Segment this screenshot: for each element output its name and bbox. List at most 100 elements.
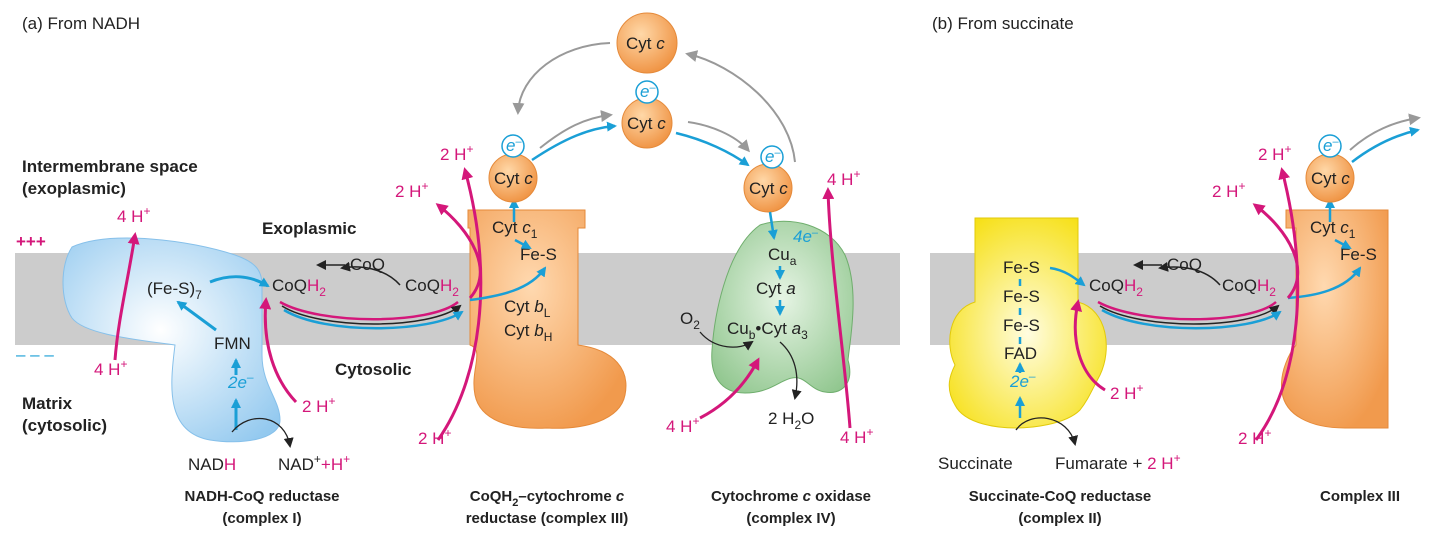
- proton-label-4h: 4 H+: [827, 167, 860, 189]
- electron-badge: [1318, 134, 1342, 158]
- complex-ii-caption: Succinate-CoQ reductase: [969, 488, 1152, 505]
- coqh2-label: CoQH2: [272, 276, 326, 299]
- cytc-move-arrow: [539, 110, 613, 149]
- electron-arrow: [531, 121, 617, 162]
- water-label: 2 H2O: [768, 409, 814, 432]
- cyt-a-label: Cyt a: [756, 279, 796, 298]
- o2-label: O2: [680, 309, 700, 332]
- complex-iii-caption: CoQH2–cytochrome c: [470, 488, 625, 509]
- proton-label-2h: 2 H+: [395, 179, 428, 201]
- cytosolic-label: Cytosolic: [335, 360, 412, 379]
- electron-badge: [635, 80, 659, 104]
- proton-label-4h: 4 H+: [666, 414, 699, 436]
- matrix-label-2: (cytosolic): [22, 416, 107, 435]
- fad-label: FAD: [1004, 344, 1037, 363]
- electron-arrow: [514, 238, 532, 250]
- proton-arrow: [822, 187, 852, 429]
- electron-arrow: [209, 275, 270, 288]
- proton-arrow: [1252, 203, 1300, 299]
- cyt-c-label: Cyt c: [1311, 169, 1350, 188]
- cytc-move-arrow: [1349, 113, 1421, 151]
- proton-arrow: [1070, 299, 1106, 392]
- cyt-c-label: Cyt c: [626, 34, 665, 53]
- electron-label: e–: [506, 136, 522, 155]
- complex-ii-shape: [948, 217, 1107, 429]
- coq-label: CoQ: [1167, 255, 1202, 274]
- o2-arrow: [699, 331, 754, 351]
- proton-label-2h: 2 H+: [1258, 142, 1291, 164]
- fe-s-label: Fe-S: [520, 245, 557, 264]
- cytc-move-arrow: [687, 121, 750, 153]
- proton-label-4h: 4 H+: [840, 425, 873, 447]
- proton-label-4h: 4 H+: [117, 204, 150, 226]
- electron-label: e–: [765, 147, 781, 166]
- proton-arrow: [436, 167, 483, 441]
- electron-label: e–: [1323, 136, 1339, 155]
- coqh2-transfer-black: [1099, 304, 1280, 325]
- cytc-return-arrow: [512, 42, 611, 115]
- negative-side-signs: – – –: [16, 345, 54, 364]
- proton-label-2h: 2 H+: [1212, 179, 1245, 201]
- cu-a-label: Cua: [768, 245, 797, 268]
- positive-side-signs: +++: [16, 232, 46, 251]
- coq-label: CoQ: [350, 255, 385, 274]
- nadh-oxidation-arrow: [231, 417, 294, 448]
- proton-label-2h: 2 H+: [440, 142, 473, 164]
- coq-return-arrow: [340, 261, 401, 286]
- complex-iii-shape: [467, 209, 627, 429]
- fe-s-cluster: (Fe-S)7: [147, 279, 202, 302]
- panel-a-title: (a) From NADH: [22, 14, 140, 33]
- cyt-c-ball: [616, 12, 678, 74]
- cyt-c1-label: Cyt c1: [1310, 218, 1356, 241]
- electron-arrow: [1049, 266, 1086, 287]
- cyt-bl-label: Cyt bL: [504, 297, 551, 320]
- succinate-label: Succinate: [938, 454, 1013, 473]
- intermembrane-label-2: (exoplasmic): [22, 179, 126, 198]
- coqh2-label: CoQH2: [1222, 276, 1276, 299]
- complex-ii-caption-2: (complex II): [1018, 510, 1101, 527]
- intermembrane-label: Intermembrane space: [22, 157, 198, 176]
- succinate-oxidation-arrow: [1015, 417, 1078, 446]
- panel-b-title: (b) From succinate: [932, 14, 1074, 33]
- electron-arrow: [675, 131, 750, 167]
- cyt-c-label: Cyt c: [627, 114, 666, 133]
- four-e-label: 4e–: [793, 227, 819, 246]
- complex-iv-caption: Cytochrome c oxidase: [711, 488, 871, 505]
- complex-i-caption-2: (complex I): [222, 510, 301, 527]
- coqh2-transfer-blue: [1101, 308, 1282, 330]
- cyt-bh-label: Cyt bH: [504, 321, 552, 344]
- electron-badge: [501, 134, 525, 158]
- proton-arrow: [259, 297, 298, 404]
- proton-label-4h: 4 H+: [94, 357, 127, 379]
- proton-label-2h: 2 H+: [302, 394, 335, 416]
- electron-badge: [760, 145, 784, 169]
- fumarate-label: Fumarate + 2 H+: [1055, 451, 1181, 473]
- coqh2-label: CoQH2: [405, 276, 459, 299]
- coqh2-transfer-pink: [1097, 300, 1277, 321]
- proton-arrow: [1254, 167, 1300, 441]
- complex-iii-b-caption: Complex III: [1320, 488, 1400, 505]
- coqh2-transfer-black: [281, 304, 462, 325]
- coqh2-label: CoQH2: [1089, 276, 1143, 299]
- electron-arrow: [1334, 238, 1352, 250]
- fe-s-label: Fe-S: [1003, 258, 1040, 277]
- fmn-label: FMN: [214, 334, 251, 353]
- proton-arrow: [435, 203, 482, 299]
- complex-i-shape: [62, 237, 281, 443]
- fe-s-label: Fe-S: [1003, 287, 1040, 306]
- proton-arrow: [699, 357, 760, 420]
- matrix-label: Matrix: [22, 394, 73, 413]
- fe-s-label: Fe-S: [1340, 245, 1377, 264]
- proton-label-2h: 2 H+: [1238, 426, 1271, 448]
- coqh2-transfer-blue: [283, 308, 464, 330]
- cyt-c-label: Cyt c: [494, 169, 533, 188]
- water-arrow: [779, 341, 802, 400]
- complex-i-caption: NADH-CoQ reductase: [184, 488, 339, 505]
- coqh2-transfer-pink: [279, 300, 459, 321]
- exoplasmic-label: Exoplasmic: [262, 219, 357, 238]
- nadplus-label: NAD++H+: [278, 452, 350, 474]
- coq-return-arrow: [1158, 261, 1221, 286]
- complex-iii-caption-2: reductase (complex III): [466, 510, 629, 527]
